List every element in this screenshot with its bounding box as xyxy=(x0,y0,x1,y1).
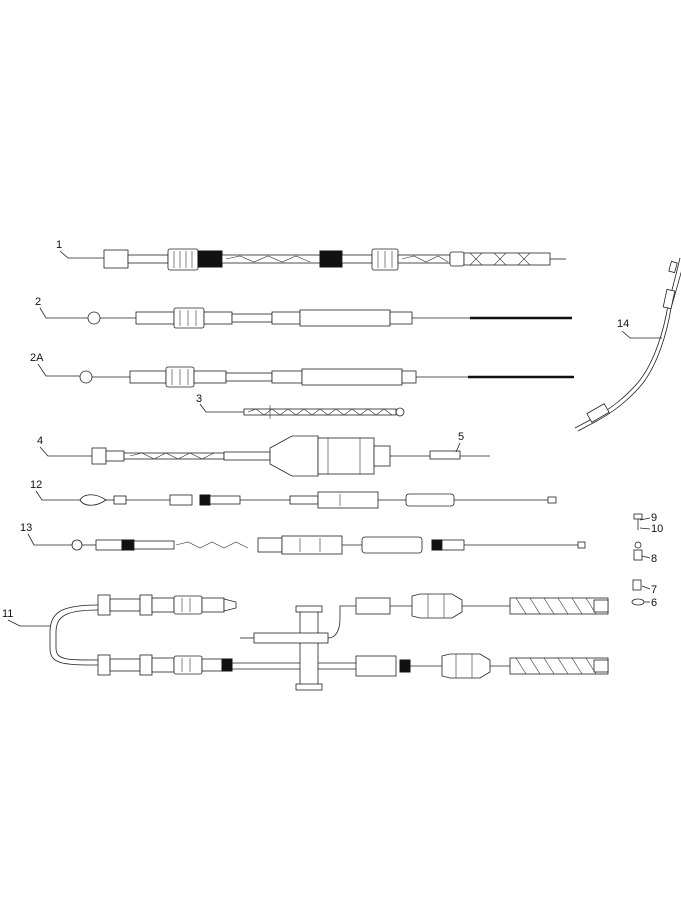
leader-2 xyxy=(39,307,88,319)
leader-2a xyxy=(37,363,80,377)
cable-4-main-body xyxy=(317,437,375,475)
assembly-11-upper-tip xyxy=(223,598,237,612)
cable-1: 1 xyxy=(56,239,566,271)
cable-1-conduit-left xyxy=(221,254,321,264)
assembly-11-dark-band-right xyxy=(399,659,411,673)
leader-14 xyxy=(621,330,662,339)
cable-4-end-clip xyxy=(91,447,107,465)
cable-13-dark-band-right xyxy=(431,539,443,551)
assembly-11-upper-housing xyxy=(355,597,391,615)
cable-1-dark-sleeve-left xyxy=(197,250,223,268)
sleeve-part-8 xyxy=(633,549,643,561)
callout-8: 8 xyxy=(651,553,657,565)
cable-13-tip xyxy=(577,541,586,549)
cable-2-housing xyxy=(299,309,391,327)
hardware-parts: 9 10 8 7 6 xyxy=(631,512,663,609)
cable-4: 4 5 xyxy=(37,431,490,477)
bushing-part-7 xyxy=(632,579,642,591)
callout-2a: 2A xyxy=(30,352,44,364)
cable-12-loop-end xyxy=(79,494,107,506)
cable-14-top-fitting xyxy=(668,260,678,274)
callout-1: 1 xyxy=(56,239,62,251)
callout-3: 3 xyxy=(196,393,202,405)
cable-14: 14 xyxy=(574,257,681,432)
cable-2-ball-end xyxy=(87,311,101,325)
cable-14-upper-sleeve xyxy=(662,288,676,310)
cable-13-grip xyxy=(361,536,423,554)
callout-6: 6 xyxy=(651,597,657,609)
cable-12: 12 xyxy=(30,479,557,509)
callout-5: 5 xyxy=(458,431,464,443)
cable-2a-ferrule xyxy=(129,370,167,384)
cable-13-housing xyxy=(281,535,343,555)
cable-12-ferrule xyxy=(169,494,193,506)
assembly-11-upper-end-cap xyxy=(97,594,111,616)
cable-2-nut xyxy=(173,307,205,329)
callout-4: 4 xyxy=(37,435,43,447)
assembly-11-upper-grip xyxy=(411,593,463,619)
assembly-11-lower-end-cap xyxy=(97,654,111,676)
cable-1-threaded-end xyxy=(463,252,551,266)
cable-2a: 2A xyxy=(30,352,574,388)
assembly-11-upper-nut xyxy=(173,595,203,615)
cable-1-end-sleeve xyxy=(127,254,169,264)
assembly-11-bracket xyxy=(299,607,319,689)
cable-1-end-block xyxy=(103,249,129,269)
cable-12-grip xyxy=(405,493,455,507)
cable-13: 13 xyxy=(20,522,586,555)
cable-4-cone-housing xyxy=(269,435,319,477)
cable-12-dark-band xyxy=(199,494,211,506)
cable-2a-housing xyxy=(301,368,403,386)
leader-1 xyxy=(59,250,104,259)
leader-12 xyxy=(35,490,80,501)
assembly-11-dark-band-left xyxy=(221,658,233,672)
assembly-11-lower-grip xyxy=(441,653,491,679)
part-3-braided-wire xyxy=(243,408,397,416)
cable-1-conduit-right xyxy=(397,254,451,264)
cable-1-dark-sleeve-right xyxy=(319,250,343,268)
cable-2: 2 xyxy=(35,296,572,329)
assembly-11-return-loop xyxy=(49,604,99,666)
cable-1-nut-left xyxy=(167,248,199,271)
leader-4 xyxy=(39,446,92,457)
leader-5 xyxy=(455,442,461,453)
leader-11 xyxy=(7,619,50,627)
cable-2a-ball-end xyxy=(79,370,93,384)
leader-3 xyxy=(199,403,244,413)
callout-12: 12 xyxy=(30,479,42,491)
assembly-11: 11 xyxy=(2,593,609,691)
cable-14-lower-sleeve xyxy=(586,403,610,423)
washer-part-8 xyxy=(634,541,642,549)
cable-13-ball-end xyxy=(71,539,83,551)
callout-2: 2 xyxy=(35,296,41,308)
callout-14: 14 xyxy=(617,318,629,330)
callout-11: 11 xyxy=(2,608,13,620)
part-3-ball-tip xyxy=(395,407,405,417)
leader-13 xyxy=(27,533,72,546)
cable-4-end-fitting xyxy=(429,450,461,460)
callout-7: 7 xyxy=(651,584,657,596)
callout-13: 13 xyxy=(20,522,32,534)
cable-12-housing xyxy=(317,491,379,509)
assembly-11-lower-nut xyxy=(173,655,203,675)
screw-head-part-9 xyxy=(633,513,643,520)
callout-9: 9 xyxy=(651,512,657,524)
cable-2-ferrule xyxy=(135,311,175,325)
assembly-11-bracket-arm xyxy=(253,632,329,644)
clip-part-6 xyxy=(631,598,645,606)
callout-10: 10 xyxy=(651,523,663,535)
cable-12-tip xyxy=(547,496,557,504)
cable-14-curved-wire xyxy=(574,257,681,429)
part-3-wire: 3 xyxy=(196,393,405,419)
assembly-11-lower-housing xyxy=(355,655,397,677)
cable-13-dark-band-left xyxy=(121,539,135,551)
